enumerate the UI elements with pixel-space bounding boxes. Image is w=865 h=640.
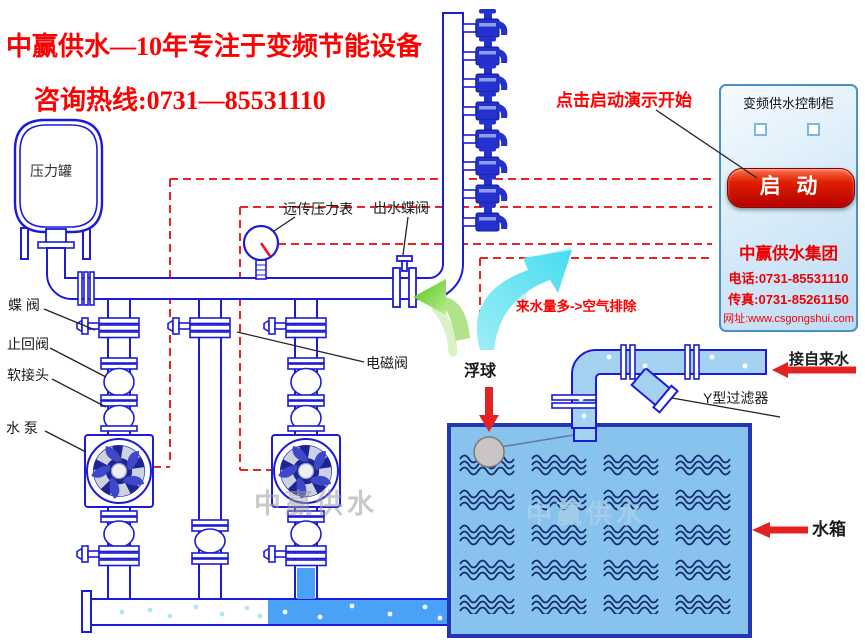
bottom-suction-pipe xyxy=(81,568,450,633)
start-button[interactable]: 启 动 xyxy=(727,168,855,208)
water-pump-label: 水 泵 xyxy=(6,420,38,436)
inlet-pipe xyxy=(551,344,767,429)
water-pump-2 xyxy=(271,434,341,508)
watermark-tank: 中赢供水 xyxy=(526,499,647,529)
butterfly-valve-label: 蝶 阀 xyxy=(8,297,40,313)
suction-valve-2 xyxy=(263,545,327,567)
solenoid-valve-label: 电磁阀 xyxy=(366,355,408,371)
tap-water-arrow xyxy=(772,362,856,378)
y-filter-label: Y型过滤器 xyxy=(703,390,769,406)
cabinet-title: 变频供水控制柜 xyxy=(742,96,834,111)
green-arrow xyxy=(413,279,470,357)
click-to-start-note: 点击启动演示开始 xyxy=(556,91,692,110)
check-valve-soft-joint-1 xyxy=(100,357,138,432)
float-pointer-arrow xyxy=(479,387,499,432)
indicator-light-1 xyxy=(754,123,767,136)
outlet-butterfly-valve xyxy=(392,255,417,308)
remote-pressure-gauge xyxy=(242,224,280,280)
pointer-lines xyxy=(43,109,781,453)
header-flange xyxy=(77,271,95,306)
cyan-air-arrow xyxy=(476,247,572,350)
water-pump-1 xyxy=(84,434,154,508)
y-filter xyxy=(630,366,679,414)
water-tank xyxy=(447,423,752,638)
indicator-light-2 xyxy=(807,123,820,136)
check-valve-soft-joint-2 xyxy=(287,357,325,432)
suction-valve-1 xyxy=(76,545,140,567)
soft-joint-below-pump-2 xyxy=(287,510,325,548)
faucet-icons xyxy=(462,8,509,232)
outlet-header-and-riser-pipe xyxy=(46,12,464,300)
float-ball xyxy=(473,436,505,468)
watermark-pumps: 中赢供水 xyxy=(254,489,378,519)
float-ball-label: 浮球 xyxy=(464,363,497,380)
air-exhaust-note: 来水量多->空气排除 xyxy=(516,299,637,314)
page-title: 中赢供水—10年专注于变频节能设备 xyxy=(6,32,423,61)
control-signal-lines xyxy=(153,178,712,471)
frequency-control-cabinet: 变频供水控制柜 启 动 中赢供水集团 电话:0731-85531110 传真:0… xyxy=(719,84,858,332)
soft-joint-label: 软接头 xyxy=(7,367,49,383)
solenoid-valve xyxy=(167,317,231,339)
company-name: 中赢供水集团 xyxy=(739,245,838,263)
soft-joint-below-pump-1 xyxy=(100,510,138,548)
company-website: 网址:www.csgongshui.com xyxy=(723,313,854,325)
butterfly-valve-1 xyxy=(76,317,140,339)
butterfly-valve-2 xyxy=(263,317,327,339)
outlet-valve-label: 出水蝶阀 xyxy=(373,200,429,216)
pressure-tank xyxy=(13,118,104,260)
water-tank-label: 水箱 xyxy=(812,520,846,539)
red-arrows xyxy=(479,362,856,538)
company-fax: 传真:0731-85261150 xyxy=(728,292,849,307)
hotline: 咨询热线:0731—85531110 xyxy=(34,86,326,115)
remote-gauge-label: 远传压力表 xyxy=(283,201,353,217)
pressure-tank-label: 压力罐 xyxy=(30,163,72,179)
company-phone: 电话:0731-85531110 xyxy=(728,271,849,286)
soft-joint-middle-branch xyxy=(191,519,229,565)
tap-water-label: 接自来水 xyxy=(789,351,850,368)
check-valve-label: 止回阀 xyxy=(7,336,49,352)
tank-pointer-arrow xyxy=(752,522,808,538)
pump-branch-pipes xyxy=(107,298,318,600)
